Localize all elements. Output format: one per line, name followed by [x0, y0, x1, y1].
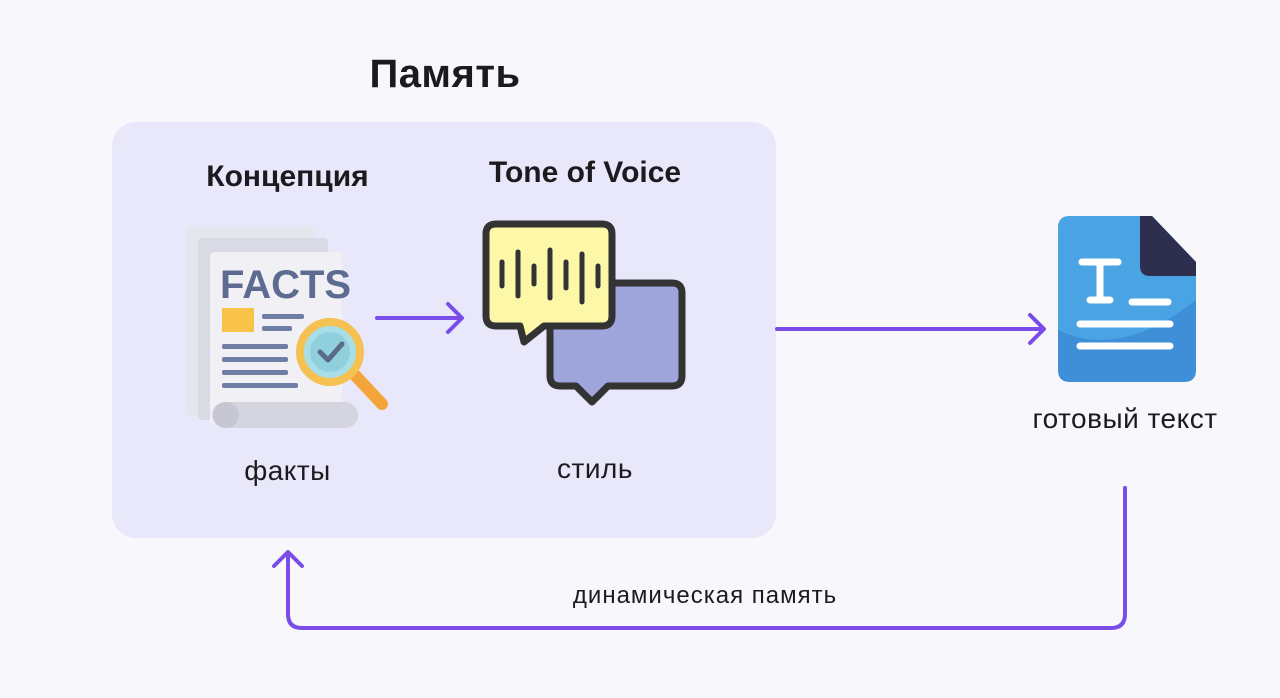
tone-of-voice-title: Tone of Voice: [488, 156, 682, 189]
speech-bubbles-icon: [482, 220, 686, 406]
style-label: стиль: [557, 453, 633, 484]
text-document-icon: [1058, 216, 1196, 382]
arrow-concept-to-tone: [375, 302, 464, 334]
concept-title: Концепция: [206, 160, 369, 193]
facts-document-icon: FACTS: [186, 226, 388, 428]
diagram-title: Память: [369, 52, 521, 96]
facts-label: факты: [244, 455, 331, 486]
dynamic-memory-label: динамическая память: [572, 582, 838, 609]
facts-icon-text: FACTS: [220, 263, 351, 307]
arrow-result-to-memory: [272, 486, 1127, 630]
result-label: готовый текст: [1032, 403, 1218, 434]
arrow-memory-to-result: [775, 313, 1046, 345]
